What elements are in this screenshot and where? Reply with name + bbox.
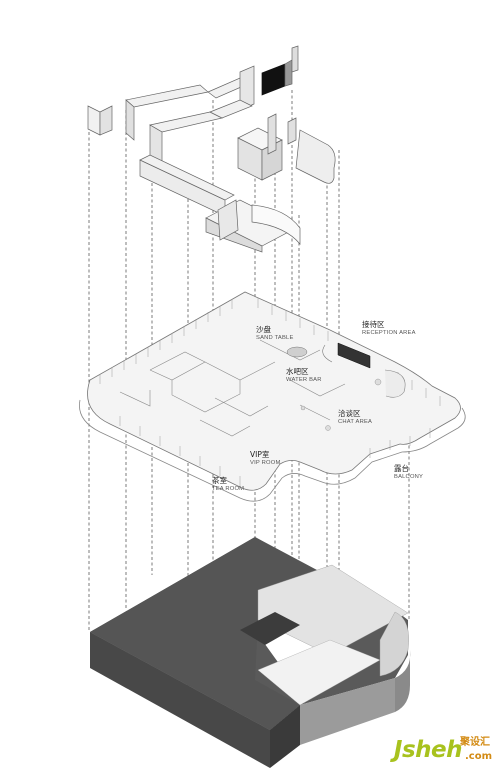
label-sand-table: 沙盘 SAND TABLE: [256, 325, 294, 341]
label-vip-room: VIP室 VIP ROOM: [250, 450, 281, 466]
vip-label-cn: VIP室: [250, 450, 270, 459]
label-tea-room: 茶室 TEA ROOM: [212, 476, 245, 492]
watermark-domain: .com: [464, 751, 492, 762]
reception-label-en: RECEPTION AREA: [362, 329, 416, 336]
sand-table-shape: [286, 346, 308, 358]
tea-label-cn: 茶室: [212, 476, 227, 485]
water-bar-label-en: WATER BAR: [286, 376, 322, 383]
railing: [99, 298, 441, 486]
label-balcony: 露台 BALCONY: [394, 464, 424, 480]
reception-counter: [337, 342, 371, 369]
watermark-brand: Jsheh: [393, 737, 463, 763]
balcony-label-en: BALCONY: [394, 473, 424, 480]
balcony-label-cn: 露台: [394, 464, 409, 473]
water-bar-label-cn: 水吧区: [286, 367, 309, 376]
watermark-logo: Jsheh聚设汇 .com: [394, 737, 492, 763]
base-layer: [90, 537, 411, 768]
label-reception-area: 接待区 RECEPTION AREA: [362, 320, 416, 336]
sand-table-label-cn: 沙盘: [256, 325, 271, 334]
watermark-cn: 聚设汇: [460, 737, 490, 748]
chat-label-cn: 洽谈区: [338, 409, 361, 418]
reception-label-cn: 接待区: [362, 320, 385, 329]
label-water-bar: 水吧区 WATER BAR: [286, 367, 322, 383]
sand-table-label-en: SAND TABLE: [256, 334, 294, 341]
interior-walls: [119, 339, 346, 437]
vip-label-en: VIP ROOM: [250, 459, 281, 466]
wall-layer: [87, 45, 336, 253]
floor-plan-layer: [79, 291, 466, 502]
chat-label-en: CHAT AREA: [338, 418, 373, 425]
tea-label-en: TEA ROOM: [212, 485, 245, 492]
label-chat-area: 洽谈区 CHAT AREA: [338, 409, 373, 425]
